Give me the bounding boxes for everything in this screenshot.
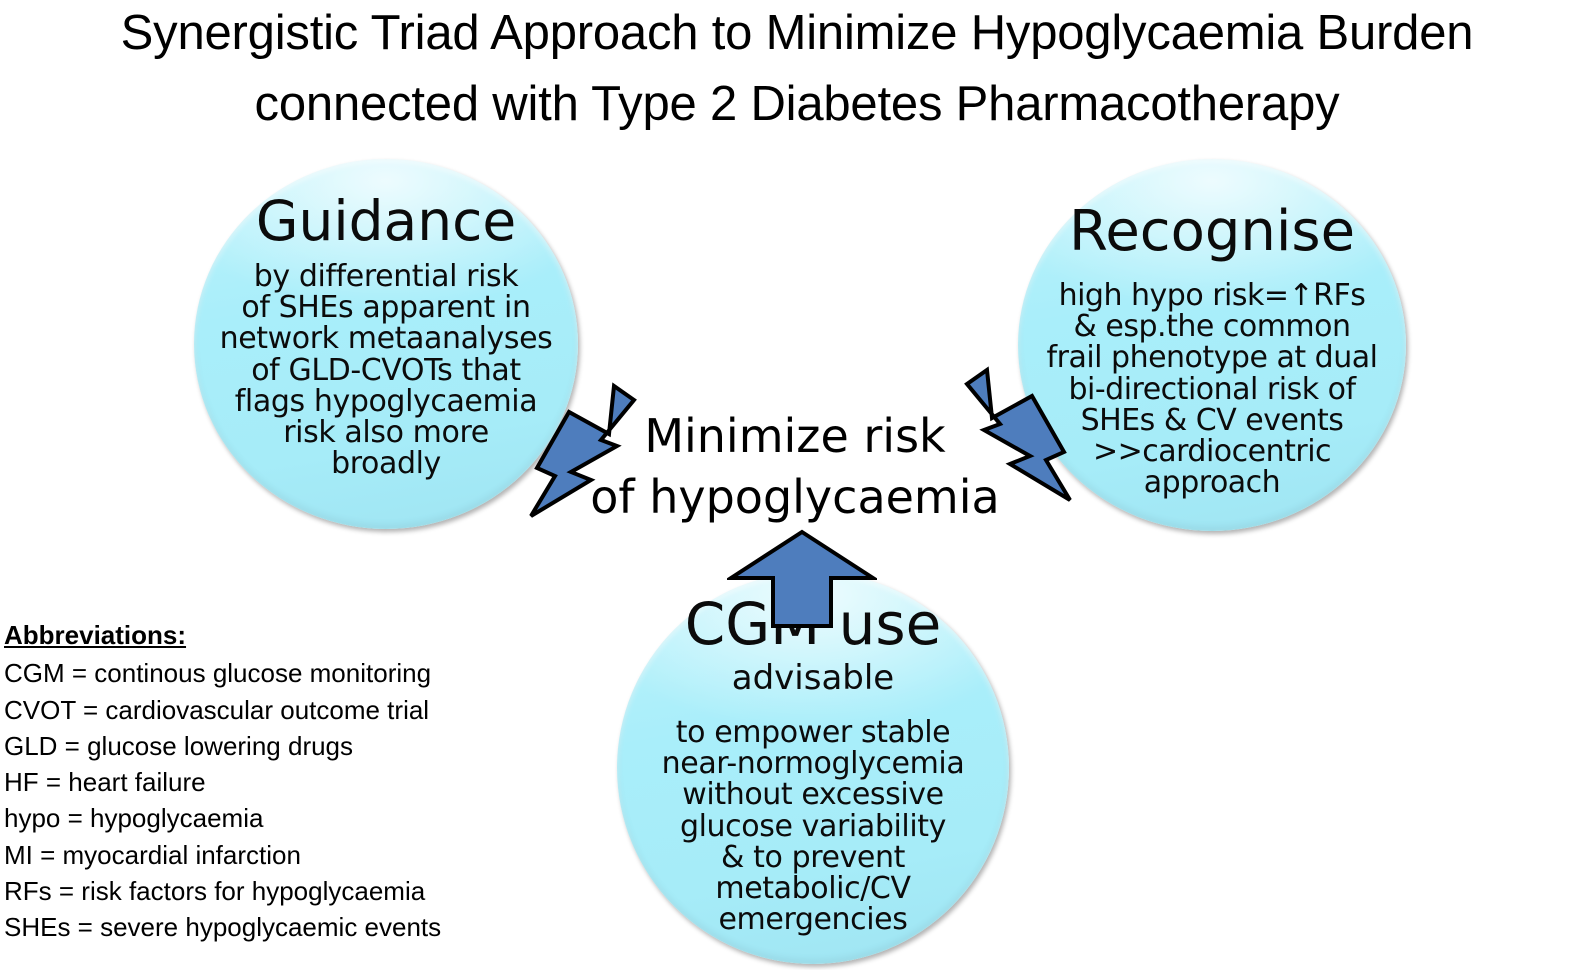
abbreviations-heading: Abbreviations: — [4, 620, 187, 650]
abbreviation-item: CGM = continous glucose monitoring — [4, 658, 432, 689]
abbreviation-item: CVOT = cardiovascular outcome trial — [4, 694, 430, 725]
node-cgm-subheading: advisable — [731, 658, 895, 698]
abbreviation-item: MI = myocardial infarction — [4, 839, 301, 870]
node-guidance: Guidance by differential risk of SHEs ap… — [194, 159, 578, 529]
diagram-title: Synergistic Triad Approach to Minimize H… — [120, 6, 1474, 132]
node-cgm-body: to empower stable near-normoglycemia wit… — [661, 715, 965, 938]
node-recognise-heading: Recognise — [1068, 199, 1356, 264]
abbreviation-item: SHEs = severe hypoglycaemic events — [4, 912, 442, 943]
arrow-cgm-to-center-icon — [727, 529, 877, 628]
arrow-recognise-to-center-icon — [964, 366, 1072, 502]
arrow-guidance-to-center-icon — [529, 382, 637, 518]
node-guidance-heading: Guidance — [255, 189, 517, 253]
node-cgm-use: CGM use advisable to empower stable near… — [617, 572, 1009, 964]
node-recognise: Recognise high hypo risk=↑RFs & esp.the … — [1018, 159, 1406, 531]
abbreviations-key: Abbreviations: CGM = continous glucose m… — [4, 617, 441, 945]
node-recognise-body: high hypo risk=↑RFs & esp.the common fra… — [1046, 278, 1378, 501]
center-goal-label: Minimize risk of hypoglycaemia — [590, 409, 1000, 525]
abbreviation-item: hypo = hypoglycaemia — [4, 803, 264, 834]
abbreviation-item: GLD = glucose lowering drugs — [4, 730, 354, 761]
abbreviation-item: RFs = risk factors for hypoglycaemia — [4, 875, 426, 906]
node-guidance-body: by differential risk of SHEs apparent in… — [219, 259, 553, 482]
abbreviation-item: HF = heart failure — [4, 767, 206, 798]
